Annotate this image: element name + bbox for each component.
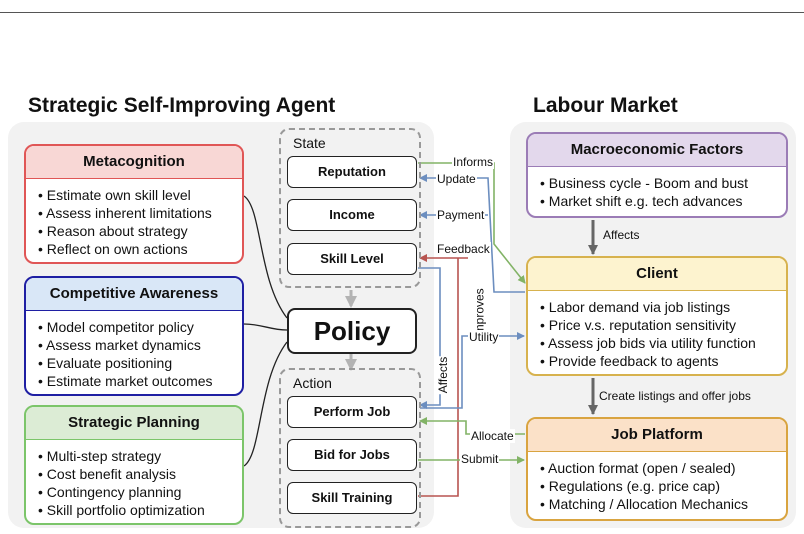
strategic-planning-box: Strategic Planning Multi-step strategy C… xyxy=(24,405,244,525)
informs-label: Informs xyxy=(452,155,495,169)
state-label: State xyxy=(293,135,326,151)
update-edge xyxy=(419,174,525,293)
metacognition-title: Metacognition xyxy=(26,146,242,179)
submit-label: Submit xyxy=(460,452,500,466)
job-platform-title: Job Platform xyxy=(528,419,786,452)
macroeconomic-title: Macroeconomic Factors xyxy=(528,134,786,167)
state-node-income: Income xyxy=(287,199,417,231)
improves-edge xyxy=(418,258,459,497)
competitive-awareness-list: Model competitor policy Assess market dy… xyxy=(26,311,242,390)
list-item: Business cycle - Boom and bust xyxy=(540,174,786,192)
state-node-reputation: Reputation xyxy=(287,156,417,188)
metacognition-box: Metacognition Estimate own skill level A… xyxy=(24,144,244,264)
feedback-label: Feedback xyxy=(436,242,491,256)
payment-label: Payment xyxy=(436,208,486,222)
macroeconomic-box: Macroeconomic Factors Business cycle - B… xyxy=(526,132,788,218)
list-item: Auction format (open / sealed) xyxy=(540,459,786,477)
action-node-bid-for-jobs: Bid for Jobs xyxy=(287,439,417,471)
strategic-to-policy-curve xyxy=(243,341,288,467)
competitive-awareness-title: Competitive Awareness xyxy=(26,278,242,311)
list-item: Reflect on own actions xyxy=(38,240,242,258)
job-platform-box: Job Platform Auction format (open / seal… xyxy=(526,417,788,521)
list-item: Reason about strategy xyxy=(38,222,242,240)
list-item: Market shift e.g. tech advances xyxy=(540,192,786,210)
top-rule xyxy=(0,12,804,13)
utility-label: Utility xyxy=(468,330,500,344)
list-item: Cost benefit analysis xyxy=(38,465,242,483)
state-node-skill-level: Skill Level xyxy=(287,243,417,275)
policy-node: Policy xyxy=(287,308,417,354)
list-item: Provide feedback to agents xyxy=(540,352,786,370)
affects-vertical-label: Affects xyxy=(436,355,451,395)
action-label: Action xyxy=(293,375,332,391)
list-item: Assess market dynamics xyxy=(38,336,242,354)
list-item: Price v.s. reputation sensitivity xyxy=(540,316,786,334)
list-item: Labor demand via job listings xyxy=(540,298,786,316)
client-list: Labor demand via job listings Price v.s.… xyxy=(528,291,786,370)
competitive-to-policy-curve xyxy=(243,323,288,331)
strategic-planning-title: Strategic Planning xyxy=(26,407,242,440)
metacognition-list: Estimate own skill level Assess inherent… xyxy=(26,179,242,258)
action-node-skill-training: Skill Training xyxy=(287,482,417,514)
action-node-perform-job: Perform Job xyxy=(287,396,417,428)
macroeconomic-list: Business cycle - Boom and bust Market sh… xyxy=(528,167,786,210)
allocate-label: Allocate xyxy=(470,429,515,443)
affects-vertical-edge xyxy=(418,267,441,409)
state-group xyxy=(279,128,421,288)
job-platform-list: Auction format (open / sealed) Regulatio… xyxy=(528,452,786,513)
list-item: Model competitor policy xyxy=(38,318,242,336)
list-item: Evaluate positioning xyxy=(38,354,242,372)
list-item: Assess inherent limitations xyxy=(38,204,242,222)
list-item: Estimate market outcomes xyxy=(38,372,242,390)
client-box: Client Labor demand via job listings Pri… xyxy=(526,256,788,376)
list-item: Estimate own skill level xyxy=(38,186,242,204)
competitive-awareness-box: Competitive Awareness Model competitor p… xyxy=(24,276,244,396)
agent-section-title: Strategic Self-Improving Agent xyxy=(28,94,336,117)
client-title: Client xyxy=(528,258,786,291)
strategic-planning-list: Multi-step strategy Cost benefit analysi… xyxy=(26,440,242,519)
market-section-title: Labour Market xyxy=(533,94,678,117)
list-item: Multi-step strategy xyxy=(38,447,242,465)
list-item: Assess job bids via utility function xyxy=(540,334,786,352)
list-item: Regulations (e.g. price cap) xyxy=(540,477,786,495)
list-item: Contingency planning xyxy=(38,483,242,501)
create-listings-label: Create listings and offer jobs xyxy=(599,389,751,403)
list-item: Skill portfolio optimization xyxy=(38,501,242,519)
meta-to-policy-curve xyxy=(243,195,288,319)
affects-label: Affects xyxy=(603,228,640,242)
update-label: Update xyxy=(436,172,477,186)
action-group xyxy=(279,368,421,528)
list-item: Matching / Allocation Mechanics xyxy=(540,495,786,513)
